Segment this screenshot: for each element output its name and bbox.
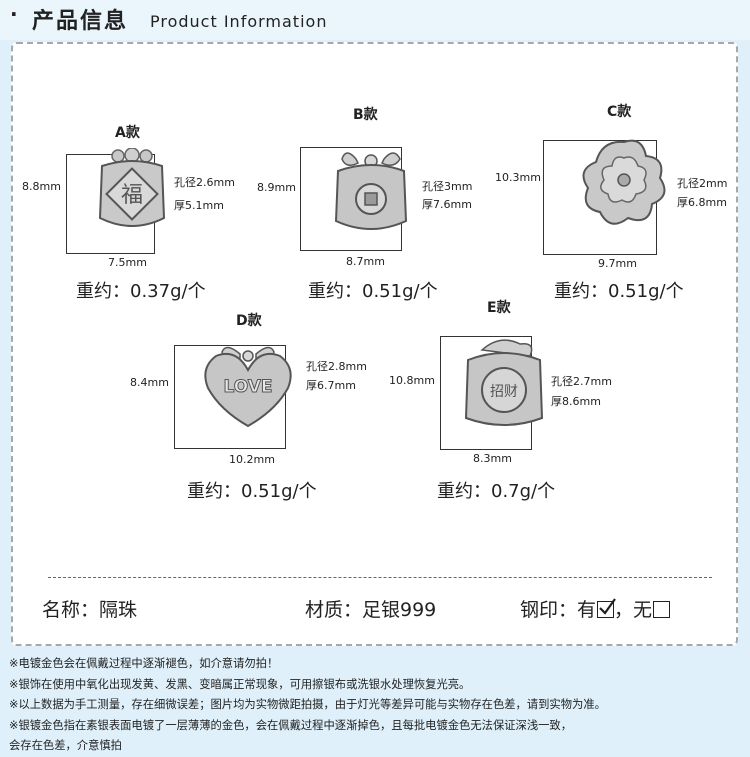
height-dimension: 10.8mm	[389, 374, 435, 387]
header-bullet: ·	[10, 2, 18, 26]
width-dimension: 10.2mm	[229, 453, 275, 466]
weight: 重约：0.51g/个	[554, 281, 684, 302]
product-label: D款	[236, 313, 262, 329]
width-dimension: 8.3mm	[473, 452, 512, 465]
header-title-en: Product Information	[150, 12, 328, 31]
product-material: 材质：足银999	[305, 599, 437, 621]
note-line: ※银镀金色指在素银表面电镀了一层薄薄的金色，会在佩戴过程中逐渐掉色，且每批电镀金…	[9, 718, 573, 732]
note-line: ※银饰在使用中氧化出现发黄、发黑、变暗属正常现象，可用擦银布或洗银水处理恢复光亮…	[9, 677, 471, 691]
thickness: 厚5.1mm	[174, 199, 224, 212]
weight: 重约：0.7g/个	[437, 481, 556, 502]
bead-glyph: 招财	[490, 384, 518, 400]
thickness: 厚8.6mm	[551, 395, 601, 408]
header-title-cn: 产品信息	[32, 9, 129, 34]
bead-glyph: 福	[121, 183, 143, 208]
hole-diameter: 孔径2.6mm	[174, 176, 235, 189]
thickness: 厚7.6mm	[422, 198, 472, 211]
hole-diameter: 孔径2.7mm	[551, 375, 612, 388]
product-name: 名称：隔珠	[42, 599, 138, 621]
product-label: B款	[353, 107, 378, 123]
bead-d-image: LOVE	[204, 346, 292, 428]
section-divider	[48, 577, 712, 578]
height-dimension: 8.9mm	[257, 181, 296, 194]
weight: 重约：0.37g/个	[76, 281, 206, 302]
height-dimension: 8.8mm	[22, 180, 61, 193]
bead-e-image: 招财	[464, 339, 544, 426]
thickness: 厚6.7mm	[306, 379, 356, 392]
width-dimension: 8.7mm	[346, 255, 385, 268]
dimension-box	[174, 345, 286, 449]
hole-diameter: 孔径3mm	[422, 180, 473, 193]
unchecked-box-icon	[653, 601, 671, 618]
weight: 重约：0.51g/个	[187, 481, 317, 502]
thickness: 厚6.8mm	[677, 196, 727, 209]
width-dimension: 9.7mm	[598, 257, 637, 270]
checked-box-icon	[597, 598, 616, 618]
note-line: 会存在色差，介意慎拍	[9, 739, 122, 752]
product-label: A款	[115, 125, 140, 141]
hole-diameter: 孔径2.8mm	[306, 360, 367, 373]
stamp-info: 钢印：有 ，无	[520, 595, 671, 622]
height-dimension: 10.3mm	[495, 171, 541, 184]
bead-c-image	[582, 139, 666, 225]
bead-b-image	[334, 152, 408, 230]
note-line: ※以上数据为手工测量，存在细微误差；图片均为实物微距拍摄，由于灯光等差异可能与实…	[9, 698, 606, 711]
weight: 重约：0.51g/个	[308, 281, 438, 302]
bead-a-image: 福	[98, 148, 166, 227]
height-dimension: 8.4mm	[130, 376, 169, 389]
product-label: C款	[607, 104, 632, 120]
hole-diameter: 孔径2mm	[677, 177, 728, 190]
product-label: E款	[487, 300, 511, 316]
width-dimension: 7.5mm	[108, 256, 147, 269]
stamp-label: 钢印：有	[520, 599, 597, 621]
stamp-separator: ，无	[614, 599, 653, 621]
note-line: ※电镀金色会在佩戴过程中逐渐褪色，如介意请勿拍！	[9, 657, 279, 670]
notes-section: ※电镀金色会在佩戴过程中逐渐褪色，如介意请勿拍！ ※银饰在使用中氧化出现发黄、发…	[9, 654, 606, 757]
bead-text: LOVE	[224, 377, 273, 397]
section-header: · 产品信息 Product Information	[0, 0, 750, 40]
